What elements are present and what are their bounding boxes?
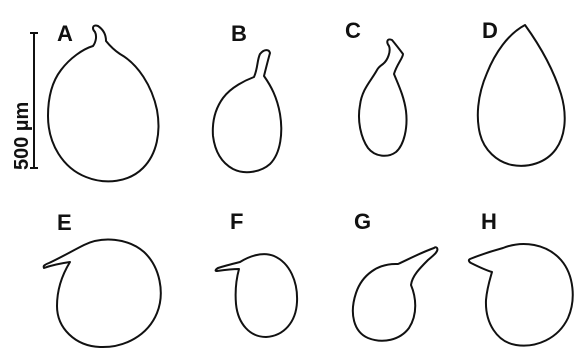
panel-label-b: B (231, 21, 247, 46)
panel-label-g: G (354, 209, 371, 234)
shape-outline-f (216, 254, 297, 337)
scale-bar-group: 500 µm (11, 33, 38, 170)
panel-label-a: A (57, 21, 73, 46)
shape-outline-e (44, 240, 161, 348)
panel-label-c: C (345, 18, 361, 43)
shape-outline-a (48, 26, 158, 182)
shape-outline-d (478, 25, 565, 166)
panel-label-d: D (482, 18, 498, 43)
shape-outline-b (213, 50, 281, 172)
panel-label-e: E (57, 210, 72, 235)
shape-outline-g (353, 247, 438, 341)
panel-label-f: F (230, 209, 243, 234)
scale-bar-label: 500 µm (11, 102, 33, 170)
shape-outline-h (469, 244, 573, 346)
panel-label-h: H (481, 209, 497, 234)
shape-outline-c (359, 39, 407, 155)
